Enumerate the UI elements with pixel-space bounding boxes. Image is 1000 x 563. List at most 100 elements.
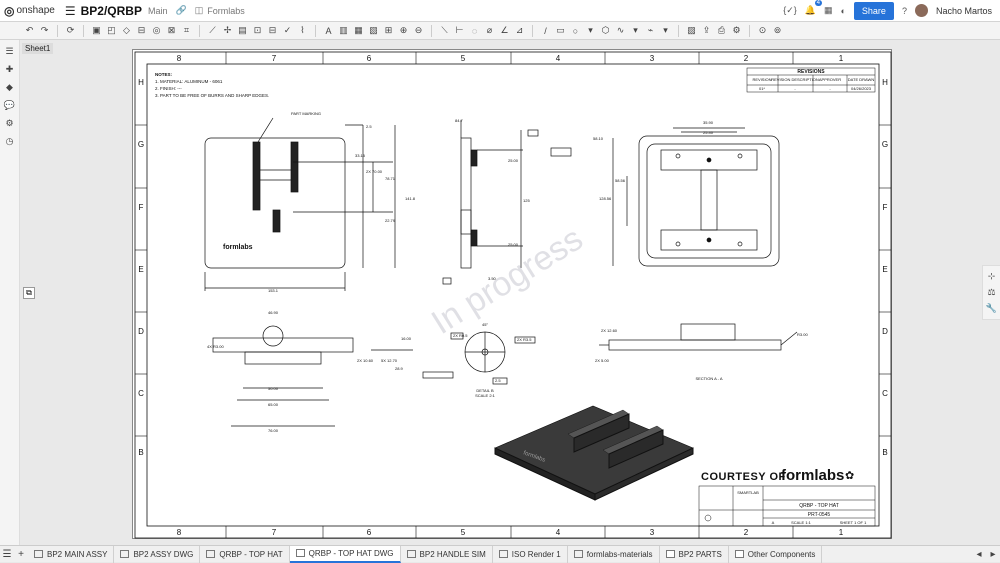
zone-col-label: 2 bbox=[744, 528, 749, 537]
share-button[interactable]: Share bbox=[853, 1, 894, 20]
hamburger-menu-icon[interactable]: ☰ bbox=[64, 3, 76, 18]
properties-icon[interactable]: ⚙ bbox=[732, 25, 741, 35]
variables-icon[interactable]: {✓} bbox=[783, 5, 797, 15]
datum-icon[interactable]: ⊟ bbox=[268, 25, 277, 35]
mass-properties-icon[interactable]: ⚖ bbox=[987, 287, 996, 297]
history-icon[interactable]: ◷ bbox=[5, 136, 14, 146]
tab-bp2-main-assy[interactable]: BP2 MAIN ASSY bbox=[28, 545, 115, 563]
learning-center-icon[interactable]: ◐ bbox=[840, 5, 846, 16]
dim-50-00: 50.00 bbox=[268, 386, 279, 391]
projected-view-icon[interactable]: ◰ bbox=[107, 25, 116, 35]
notifications-icon[interactable]: 🔔4 bbox=[804, 0, 822, 15]
drawing-sheet[interactable]: 8 7 6 5 4 3 2 1 8 7 6 5 4 3 2 1 H G F E … bbox=[132, 49, 892, 539]
iso-render: formlabs bbox=[494, 405, 694, 501]
appearance-icon[interactable]: ◆ bbox=[6, 82, 13, 92]
angular-dimension-icon[interactable]: ∠ bbox=[500, 25, 509, 35]
update-icon[interactable]: ⟳ bbox=[66, 25, 75, 35]
zone-row-label: F bbox=[139, 203, 144, 212]
crop-view-icon[interactable]: ⌗ bbox=[183, 25, 190, 35]
comments-icon[interactable]: 💬 bbox=[3, 100, 16, 110]
feature-list-icon[interactable]: ☰ bbox=[5, 46, 14, 56]
chevron-down-icon[interactable]: ▾ bbox=[663, 25, 668, 35]
tools-icon[interactable]: 🔧 bbox=[985, 303, 998, 313]
document-title[interactable]: BP2/QRBP bbox=[80, 3, 142, 18]
add-tab-icon[interactable]: + bbox=[18, 548, 24, 560]
app-store-icon[interactable]: ▦ bbox=[823, 5, 833, 15]
auxiliary-view-icon[interactable]: ◇ bbox=[123, 25, 130, 35]
tab-formlabs-materials[interactable]: formlabs-materials bbox=[568, 545, 660, 563]
surface-finish-icon[interactable]: ✓ bbox=[283, 25, 292, 35]
title-block-part-number: PRT-0545 bbox=[808, 512, 831, 518]
zone-row-label: G bbox=[882, 140, 888, 149]
section-view-icon[interactable]: ⊟ bbox=[137, 25, 146, 35]
help-icon[interactable]: ? bbox=[901, 5, 907, 16]
chevron-down-icon[interactable]: ▾ bbox=[588, 25, 593, 35]
text-icon[interactable]: A bbox=[325, 25, 332, 36]
tab-label: BP2 HANDLE SIM bbox=[419, 549, 486, 559]
dim-2-5b: 2.5 bbox=[495, 378, 501, 383]
image-icon[interactable]: ▨ bbox=[687, 25, 696, 35]
hole-table-icon[interactable]: ⊞ bbox=[384, 25, 393, 35]
zoom-fit-icon[interactable]: ⊙ bbox=[758, 25, 767, 35]
polygon-icon[interactable]: ⬡ bbox=[601, 25, 610, 35]
chevron-down-icon[interactable]: ▾ bbox=[633, 25, 638, 35]
centermark-icon[interactable]: ✢ bbox=[223, 25, 232, 35]
sheet-tab[interactable]: Sheet1 bbox=[22, 43, 54, 54]
dim-r3: R3.00 bbox=[797, 332, 808, 337]
avatar[interactable] bbox=[914, 4, 928, 17]
diameter-dimension-icon[interactable]: ⌀ bbox=[486, 25, 493, 35]
dim-45-deg: 45° bbox=[482, 322, 488, 327]
tab-qrbp-top-hat-dwg[interactable]: QRBP - TOP HAT DWG bbox=[289, 545, 401, 563]
link-icon[interactable]: 🔗 bbox=[175, 5, 187, 15]
undo-icon[interactable]: ↶ bbox=[25, 25, 34, 35]
tolerance-icon[interactable]: ⊖ bbox=[414, 25, 423, 35]
revisions-cell: 01* bbox=[759, 86, 765, 91]
callout-icon[interactable]: ⊡ bbox=[253, 25, 262, 35]
note-icon[interactable]: ▥ bbox=[339, 25, 348, 35]
zone-col-label: 1 bbox=[839, 528, 844, 537]
line-icon[interactable]: / bbox=[544, 25, 547, 36]
centerline-icon[interactable]: ⟋ bbox=[209, 25, 216, 35]
tab-bp2-handle-sim[interactable]: BP2 HANDLE SIM bbox=[401, 545, 493, 563]
offset-icon[interactable]: ⌁ bbox=[647, 25, 654, 35]
workspace-name[interactable]: Formlabs bbox=[207, 5, 245, 16]
scroll-left-icon[interactable]: ◂ bbox=[976, 548, 982, 560]
tab-bp2-assy-dwg[interactable]: BP2 ASSY DWG bbox=[114, 545, 201, 563]
spline-icon[interactable]: ∿ bbox=[616, 25, 625, 35]
table-icon[interactable]: ▦ bbox=[354, 25, 363, 35]
top-bar: ◎ onshape ☰ BP2/QRBP Main 🔗 ◫ Formlabs {… bbox=[0, 0, 1000, 22]
branch-name[interactable]: Main bbox=[147, 5, 168, 16]
bom-icon[interactable]: ▧ bbox=[369, 25, 378, 35]
broken-view-icon[interactable]: ⊠ bbox=[167, 25, 176, 35]
circle-icon[interactable]: ○ bbox=[572, 25, 579, 36]
export-icon[interactable]: ⇪ bbox=[702, 25, 711, 35]
user-name[interactable]: Nacho Martos bbox=[935, 5, 992, 16]
scroll-right-icon[interactable]: ▸ bbox=[990, 548, 996, 560]
sheet-add-icon[interactable]: ✚ bbox=[5, 64, 14, 74]
dim-2x-12-60: 2X 12.60 bbox=[601, 328, 618, 333]
print-icon[interactable]: ⎙ bbox=[717, 25, 726, 35]
tab-iso-render-1[interactable]: ISO Render 1 bbox=[493, 545, 568, 563]
tab-bp2-parts[interactable]: BP2 PARTS bbox=[660, 545, 729, 563]
zoom-window-icon[interactable]: ⊚ bbox=[773, 25, 782, 35]
app-logo[interactable]: ◎ onshape bbox=[4, 4, 55, 18]
gtol-icon[interactable]: ⊕ bbox=[399, 25, 408, 35]
rectangle-icon[interactable]: ▭ bbox=[556, 25, 565, 35]
tab-qrbp-top-hat[interactable]: QRBP - TOP HAT bbox=[200, 545, 290, 563]
measure-icon[interactable]: ⊹ bbox=[987, 271, 996, 281]
chamfer-dimension-icon[interactable]: ⊿ bbox=[515, 25, 524, 35]
insert-view-icon[interactable]: ▣ bbox=[92, 25, 101, 35]
hatch-icon[interactable]: ▤ bbox=[238, 25, 247, 35]
tab-other-components[interactable]: Other Components bbox=[729, 545, 823, 563]
weld-icon[interactable]: ⌇ bbox=[300, 25, 305, 35]
zone-col-label: 8 bbox=[177, 528, 182, 537]
detail-view-icon[interactable]: ◎ bbox=[152, 25, 161, 35]
tab-list-icon[interactable]: ☰ bbox=[2, 548, 12, 560]
toolbar-divider bbox=[749, 24, 750, 37]
configurations-icon[interactable]: ⚙ bbox=[5, 118, 14, 128]
linear-dimension-icon[interactable]: ⟍ bbox=[441, 25, 448, 35]
redo-icon[interactable]: ↷ bbox=[40, 25, 49, 35]
baseline-dimension-icon[interactable]: ⊢ bbox=[455, 25, 464, 35]
expand-panel-icon[interactable]: ⧉ bbox=[23, 287, 35, 299]
radial-dimension-icon[interactable]: ◌ bbox=[471, 25, 478, 36]
